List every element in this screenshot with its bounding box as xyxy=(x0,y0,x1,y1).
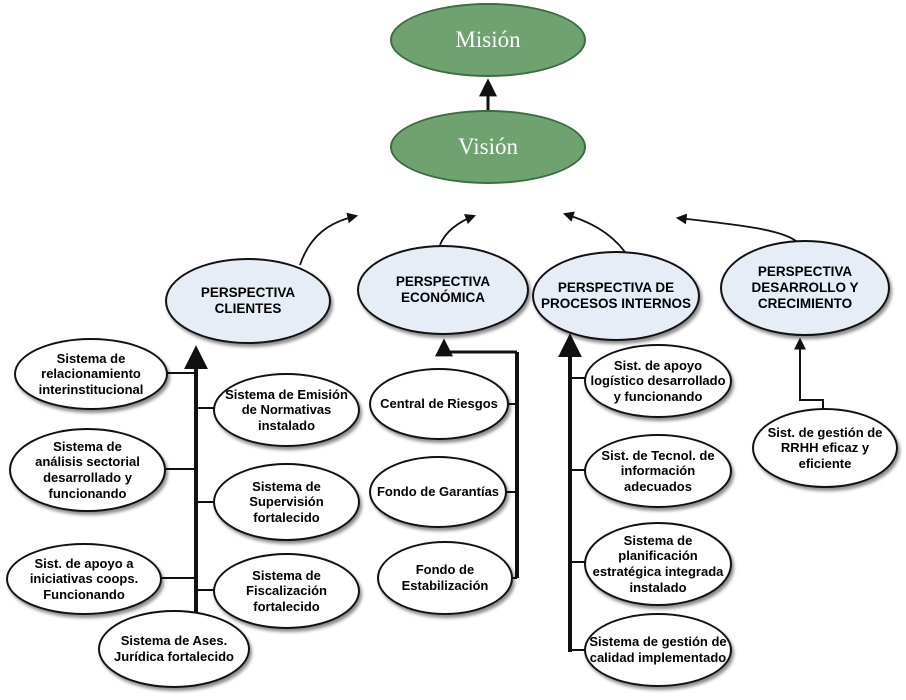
asesoria-juridica-node: Sistema de Ases. Jurídica fortalecido xyxy=(98,610,250,688)
relacionamiento-node: Sistema de relacionamiento interinstituc… xyxy=(14,338,168,410)
procesos-to-vision-arrow xyxy=(562,211,626,253)
planificacion-estrategica-node: Sistema de planificación estratégica int… xyxy=(584,522,732,606)
perspectiva-economica-node: PERSPECTIVA ECONÓMICA xyxy=(357,245,529,335)
mision-node: Misión xyxy=(390,3,586,77)
supervision-node: Sistema de Supervisión fortalecido xyxy=(213,463,360,541)
clientes-to-vision-arrow xyxy=(299,212,359,266)
desarrollo-connector xyxy=(794,337,824,418)
perspectiva-desarrollo-node: PERSPECTIVA DESARROLLO Y CRECIMIENTO xyxy=(720,240,890,336)
central-riesgos-node: Central de Riesgos xyxy=(369,368,509,440)
economica-to-vision-arrow xyxy=(439,213,477,246)
gestion-rrhh-node: Sist. de gestión de RRHH eficaz y eficie… xyxy=(752,408,898,488)
perspectiva-clientes-node: PERSPECTIVA CLIENTES xyxy=(165,258,331,344)
vision-node: Visión xyxy=(390,110,586,184)
analisis-sectorial-node: Sistema de análisis sectorial desarrolla… xyxy=(9,428,166,512)
gestion-calidad-node: Sistema de gestión de calidad implementa… xyxy=(584,613,732,687)
fondo-garantias-node: Fondo de Garantías xyxy=(369,456,507,528)
perspectiva-procesos-node: PERSPECTIVA DE PROCESOS INTERNOS xyxy=(532,251,700,341)
apoyo-coops-node: Sist. de apoyo a iniciativas coops. Func… xyxy=(6,543,162,615)
tecnol-informacion-node: Sist. de Tecnol. de información adecuado… xyxy=(584,434,732,508)
apoyo-logistico-node: Sist. de apoyo logístico desarrollado y … xyxy=(584,344,732,418)
emision-normativas-node: Sistema de Emisión de Normativas instala… xyxy=(213,373,360,447)
fiscalizacion-node: Sistema de Fiscalización fortalecido xyxy=(213,553,360,629)
fondo-estabilizacion-node: Fondo de Estabilización xyxy=(377,541,513,615)
